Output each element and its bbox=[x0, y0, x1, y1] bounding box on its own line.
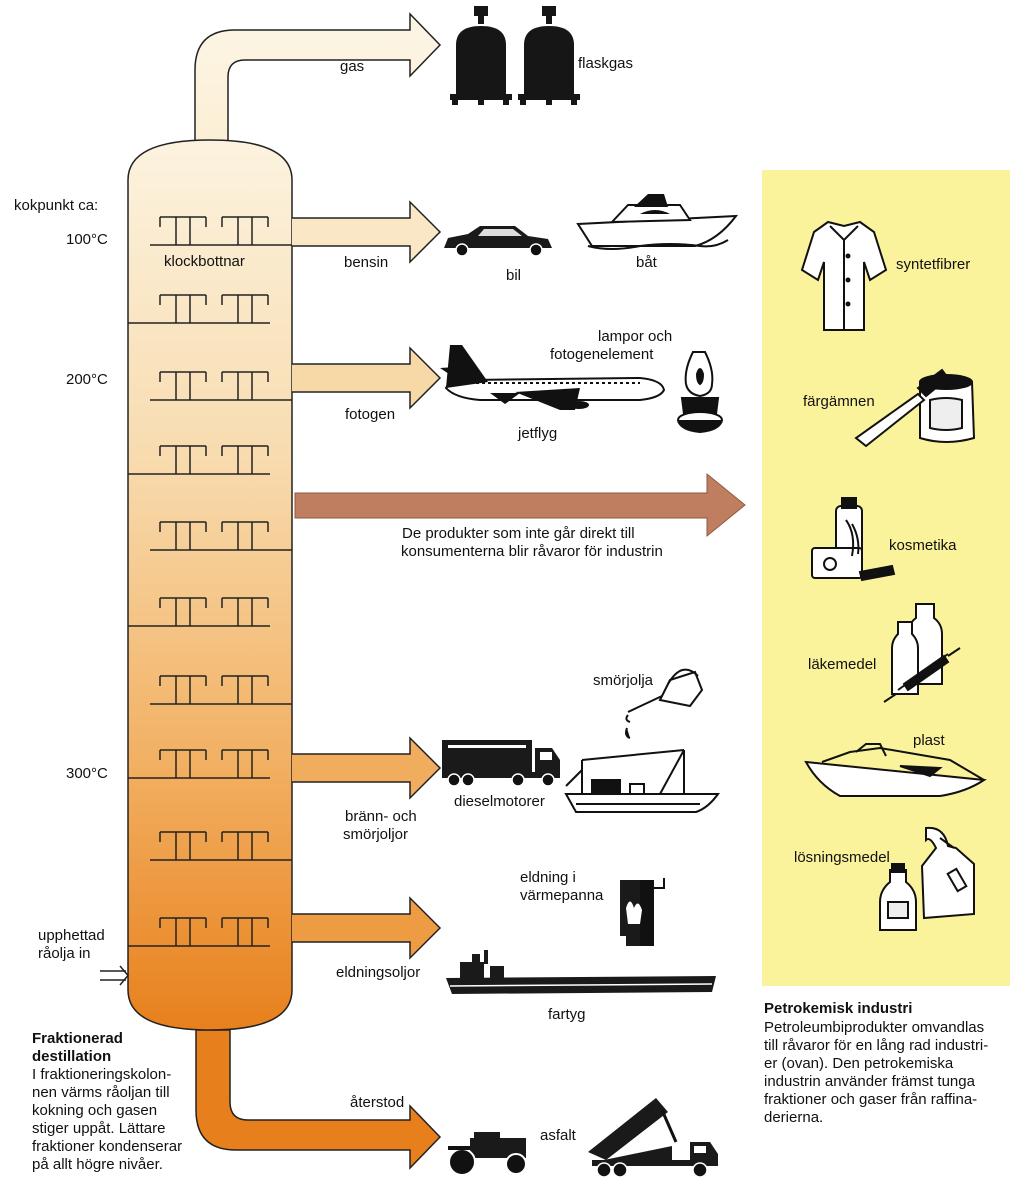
input-label-line2: råolja in bbox=[38, 945, 91, 962]
distillation-line: nen värms råoljan till bbox=[32, 1084, 170, 1101]
industry-item-lakemedel: läkemedel bbox=[808, 656, 877, 673]
bubble-cap-tray bbox=[150, 521, 292, 551]
product-eldning-line1: eldning i bbox=[520, 869, 576, 886]
bubble-cap-tray bbox=[128, 597, 270, 627]
distillation-line: kokning och gasen bbox=[32, 1102, 158, 1119]
fotogen-outlet-arrow bbox=[292, 346, 442, 410]
product-lampor-line1: lampor och bbox=[598, 328, 673, 345]
fraction-brann-line2: smörjoljor bbox=[343, 826, 409, 843]
industry-item-syntetfibrer: syntetfibrer bbox=[896, 256, 971, 273]
industry-item-fargamnen: färgämnen bbox=[803, 393, 875, 410]
industry-arrow-line2: konsumenterna blir råvaror för industrin bbox=[401, 543, 663, 560]
product-flaskgas: flaskgas bbox=[578, 55, 634, 72]
fraction-fotogen: fotogen bbox=[345, 406, 396, 423]
industry-item-plast: plast bbox=[913, 732, 945, 749]
bubble-cap-tray bbox=[150, 831, 292, 861]
bubble-cap-tray bbox=[128, 917, 270, 947]
cosmetics-icon bbox=[811, 497, 896, 582]
car-icon bbox=[444, 226, 552, 257]
product-bat: båt bbox=[636, 254, 657, 271]
gas-bottle-icon bbox=[450, 6, 580, 105]
shirt-icon bbox=[800, 220, 888, 331]
boiler-icon bbox=[620, 878, 665, 946]
dump-truck-icon bbox=[588, 1098, 718, 1178]
temp-200: 200°C bbox=[66, 371, 108, 388]
petrochem-line: er (ovan). Den petrokemiska bbox=[764, 1055, 954, 1072]
fraction-bensin: bensin bbox=[344, 254, 389, 271]
petrochemical-panel bbox=[762, 170, 1010, 986]
crude-input-arrow bbox=[100, 965, 129, 986]
product-dieselmotorer: dieselmotorer bbox=[454, 793, 545, 810]
industry-arrow-line1: De produkter som inte går direkt till bbox=[402, 525, 635, 542]
solvent-bottles-icon bbox=[879, 826, 975, 931]
distillation-title-line1: Fraktionerad bbox=[32, 1030, 123, 1047]
residue-pipe bbox=[195, 1029, 442, 1170]
trays-label: klockbottnar bbox=[164, 253, 245, 270]
bubble-cap-tray bbox=[128, 749, 270, 779]
petrochem-line: industrin använder främst tunga bbox=[764, 1073, 975, 1090]
industry-item-losningsmedel: lösningsmedel bbox=[794, 849, 890, 866]
distillation-line: stiger uppåt. Lättare bbox=[32, 1120, 166, 1137]
truck-icon bbox=[442, 740, 560, 787]
product-asfalt: asfalt bbox=[540, 1127, 576, 1144]
petrochem-line: fraktioner och gaser från raffina- bbox=[764, 1091, 978, 1108]
fractionating-column bbox=[127, 139, 293, 1031]
medicine-icon bbox=[883, 603, 961, 703]
bubble-cap-tray bbox=[150, 371, 292, 401]
boiling-point-header: kokpunkt ca: bbox=[14, 197, 99, 214]
fraction-brann-line1: bränn- och bbox=[345, 808, 417, 825]
fraction-gas: gas bbox=[340, 58, 365, 75]
temp-300: 300°C bbox=[66, 765, 108, 782]
plastic-boat-icon bbox=[804, 743, 987, 797]
bubble-cap-tray bbox=[128, 294, 270, 324]
bubble-cap-tray bbox=[150, 675, 292, 705]
paint-can-icon bbox=[854, 368, 976, 448]
distillation-title-line2: destillation bbox=[32, 1048, 112, 1065]
airplane-icon bbox=[440, 345, 666, 410]
brann-outlet-arrow bbox=[292, 736, 442, 800]
distillation-line: fraktioner kondenserar bbox=[32, 1138, 183, 1155]
distillation-line: på allt högre nivåer. bbox=[32, 1156, 163, 1173]
product-jetflyg: jetflyg bbox=[518, 425, 558, 442]
gas-pipe bbox=[194, 12, 442, 151]
tanker-ship-icon bbox=[446, 950, 716, 994]
bensin-outlet-arrow bbox=[292, 200, 442, 264]
petrochem-line: derierna. bbox=[764, 1109, 824, 1126]
fraction-eldningsoljor: eldningsoljor bbox=[336, 964, 421, 981]
eldning-outlet-arrow bbox=[292, 896, 442, 960]
input-label-line1: upphettad bbox=[38, 927, 105, 944]
petrochem-title: Petrokemisk industri bbox=[764, 1000, 913, 1017]
industry-item-kosmetika: kosmetika bbox=[889, 537, 957, 554]
petrochem-text: Petroleumbiprodukter omvandlas till råva… bbox=[764, 1019, 1024, 1127]
product-bil: bil bbox=[506, 267, 522, 284]
petrochem-line: Petroleumbiprodukter omvandlas bbox=[764, 1019, 985, 1036]
fishing-boat-icon bbox=[564, 749, 720, 813]
distillation-line: I fraktioneringskolon- bbox=[32, 1066, 172, 1083]
fraction-aterstod: återstod bbox=[350, 1094, 405, 1111]
tractor-icon bbox=[448, 1132, 527, 1176]
petrochem-line: till råvaror för en lång rad industri- bbox=[764, 1037, 989, 1054]
product-fartyg: fartyg bbox=[548, 1006, 586, 1023]
product-lampor-line2: fotogenelement bbox=[550, 346, 654, 363]
industry-arrow bbox=[294, 472, 746, 538]
bubble-cap-tray bbox=[150, 216, 292, 246]
oil-can-icon bbox=[625, 668, 704, 739]
temp-100: 100°C bbox=[66, 231, 108, 248]
boat-icon bbox=[576, 194, 739, 250]
kerosene-lamp-icon bbox=[677, 351, 723, 434]
product-eldning-line2: värmepanna bbox=[520, 887, 604, 904]
distillation-text: I fraktioneringskolon- nen värms råoljan… bbox=[32, 1066, 207, 1174]
product-smorjolja: smörjolja bbox=[593, 672, 654, 689]
bubble-cap-tray bbox=[128, 445, 270, 475]
